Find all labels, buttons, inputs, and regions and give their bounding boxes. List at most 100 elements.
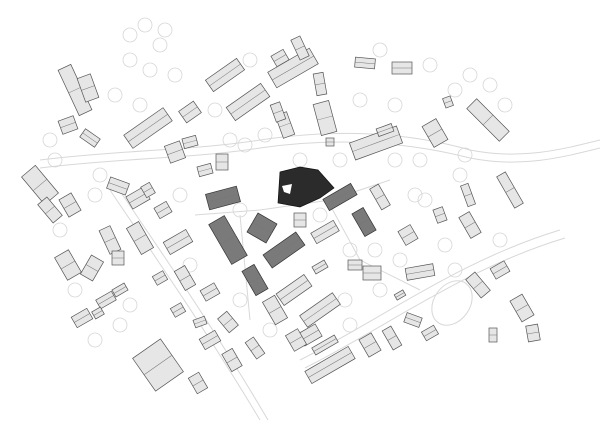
roof-ridge	[492, 265, 508, 275]
tree	[372, 282, 388, 298]
roof-ridge	[182, 106, 198, 118]
tree	[387, 97, 403, 113]
tree	[497, 97, 513, 113]
roof-ridge	[267, 238, 301, 262]
existing-buildings	[21, 35, 541, 395]
roof-ridge	[194, 319, 206, 325]
roof-ridge	[183, 139, 197, 145]
roof-ridge	[273, 54, 287, 62]
roof-ridge	[482, 114, 494, 126]
tree	[352, 92, 368, 108]
roof-ridge	[313, 263, 327, 271]
tree	[42, 132, 58, 148]
east-road-edge	[304, 237, 566, 369]
courtyard	[282, 184, 292, 194]
roof-ridge	[377, 127, 393, 133]
tree	[152, 37, 168, 53]
tree	[122, 52, 138, 68]
tree	[87, 187, 103, 203]
diagonal-road	[109, 189, 261, 421]
tree	[257, 127, 273, 143]
roof-ridge	[209, 63, 241, 87]
tree	[437, 237, 453, 253]
tree	[107, 87, 123, 103]
roof-ridge	[81, 85, 95, 91]
tree	[452, 167, 468, 183]
roof-ridge	[405, 317, 421, 323]
roof-ridge	[317, 115, 333, 121]
tree	[137, 17, 153, 33]
roof-ridge	[315, 82, 325, 86]
roof-ridge	[226, 356, 238, 364]
roof-ridge	[104, 237, 116, 243]
tree	[232, 202, 248, 218]
roof-ridge	[313, 338, 337, 352]
roof-ridge	[63, 201, 77, 209]
roof-ridge	[167, 149, 183, 155]
tree	[462, 67, 478, 83]
roof-ridge	[313, 225, 337, 239]
tree	[367, 242, 383, 258]
tree	[92, 167, 108, 183]
tree	[182, 257, 198, 273]
roof-ridge	[154, 274, 166, 282]
roof-ridge	[166, 235, 190, 249]
roof-ridge	[273, 110, 283, 114]
tree	[372, 42, 388, 58]
tree	[122, 297, 138, 313]
roof-ridge	[74, 313, 90, 323]
roof-ridge	[202, 287, 218, 297]
roof-ridge	[128, 114, 168, 142]
roof-ridge	[98, 295, 114, 305]
roof-ridge	[250, 344, 260, 352]
roof-ridge	[272, 55, 314, 81]
tree	[422, 57, 438, 73]
tree	[342, 242, 358, 258]
roof-ridge	[423, 329, 437, 337]
roof-ridge	[435, 213, 445, 217]
roof-ridge	[464, 221, 476, 229]
tree	[232, 292, 248, 308]
new-buildings	[205, 182, 377, 297]
tree	[392, 252, 408, 268]
roof-ridge	[515, 304, 529, 312]
roof-ridge	[387, 335, 397, 341]
roof-ridge	[248, 276, 262, 284]
tree	[112, 317, 128, 333]
main-road-edge	[39, 141, 600, 169]
focus-building	[277, 166, 335, 208]
roof-ridge	[85, 264, 99, 272]
tree	[67, 282, 83, 298]
tree	[407, 187, 423, 203]
roof-ridge	[375, 194, 385, 200]
roof-ridge	[93, 310, 103, 316]
roof-ridge	[60, 122, 76, 128]
tree	[237, 137, 253, 153]
roof-ridge	[68, 86, 82, 94]
tree	[292, 152, 308, 168]
tree	[222, 132, 238, 148]
roof-ridge	[401, 231, 415, 239]
roof-ridge	[202, 335, 218, 345]
tree	[457, 147, 473, 163]
tree	[262, 322, 278, 338]
roof-ridge	[172, 306, 184, 314]
tree	[132, 97, 148, 113]
roof-ridge	[45, 205, 55, 215]
roof-ridge	[133, 234, 147, 242]
tree	[312, 207, 328, 223]
roof-ridge	[156, 206, 170, 214]
roof-ridge	[406, 269, 434, 275]
roof-ridge	[279, 122, 291, 128]
roof-ridge	[444, 100, 452, 104]
roof-ridge	[252, 222, 272, 234]
roof-ridge	[289, 336, 303, 344]
tree	[447, 262, 463, 278]
tree	[47, 152, 63, 168]
focus-building-roof	[277, 166, 335, 208]
tree	[482, 77, 498, 93]
tree	[87, 332, 103, 348]
trees	[42, 17, 513, 348]
roof-ridge	[198, 167, 212, 173]
